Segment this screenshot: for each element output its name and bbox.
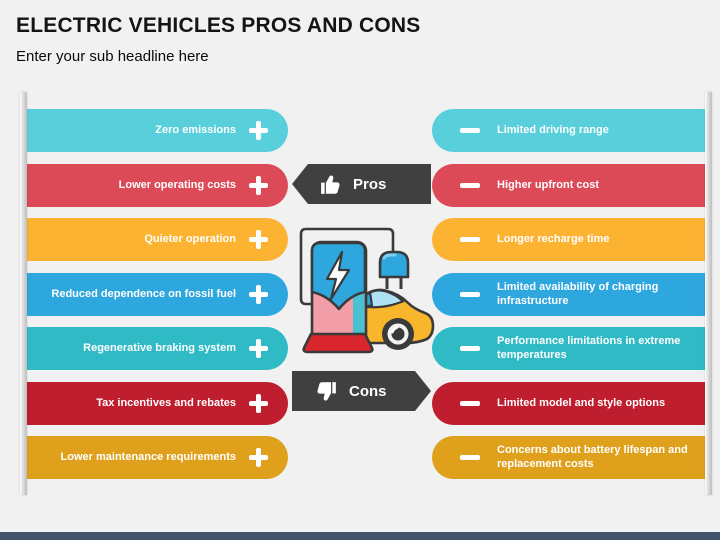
cons-item[interactable]: Limited availability of charging infrast… [432, 273, 709, 316]
plus-icon [249, 339, 268, 358]
pros-banner: Pros [292, 164, 431, 204]
cons-item-label: Limited model and style options [497, 396, 666, 409]
cons-banner-label: Cons [349, 382, 387, 400]
bottom-accent-bar [0, 532, 720, 540]
sub-headline: Enter your sub headline here [16, 48, 209, 65]
pros-item-label: Quieter operation [144, 232, 236, 245]
pros-item[interactable]: Lower maintenance requirements [23, 436, 288, 479]
cons-item-label: Concerns about battery lifespan and repl… [497, 443, 688, 470]
plus-icon [249, 176, 268, 195]
pros-item[interactable]: Tax incentives and rebates [23, 382, 288, 425]
cons-item[interactable]: Higher upfront cost [432, 164, 709, 207]
pros-item-label: Lower maintenance requirements [60, 450, 236, 463]
minus-icon [460, 455, 480, 460]
pros-item-label: Reduced dependence on fossil fuel [51, 287, 236, 300]
pros-item-label: Tax incentives and rebates [96, 396, 236, 409]
cons-item[interactable]: Performance limitations in extreme tempe… [432, 327, 709, 370]
pros-item-label: Zero emissions [155, 123, 236, 136]
pros-item[interactable]: Regenerative braking system [23, 327, 288, 370]
pros-item[interactable]: Zero emissions [23, 109, 288, 152]
cons-item-label: Limited driving range [497, 123, 609, 136]
plus-icon [249, 121, 268, 140]
pros-item-label: Regenerative braking system [83, 341, 236, 354]
cons-item[interactable]: Longer recharge time [432, 218, 709, 261]
cons-banner: Cons [292, 371, 431, 411]
thumbs-down-icon [314, 379, 339, 404]
pros-item[interactable]: Lower operating costs [23, 164, 288, 207]
pros-item[interactable]: Reduced dependence on fossil fuel [23, 273, 288, 316]
cons-item-label: Performance limitations in extreme tempe… [497, 334, 681, 361]
minus-icon [460, 183, 480, 188]
cons-item[interactable]: Limited model and style options [432, 382, 709, 425]
cons-item-label: Higher upfront cost [497, 178, 600, 191]
plus-icon [249, 285, 268, 304]
plus-icon [249, 230, 268, 249]
pros-item[interactable]: Quieter operation [23, 218, 288, 261]
thumbs-up-icon [318, 172, 343, 197]
pros-item-label: Lower operating costs [118, 178, 236, 191]
ev-charging-station-icon [296, 222, 436, 361]
cons-item[interactable]: Concerns about battery lifespan and repl… [432, 436, 709, 479]
minus-icon [460, 237, 480, 242]
plus-icon [249, 394, 268, 413]
pros-banner-label: Pros [353, 175, 387, 193]
minus-icon [460, 292, 480, 297]
left-pole-bar [20, 92, 27, 495]
cons-item-label: Longer recharge time [497, 232, 610, 245]
cons-item-label: Limited availability of charging infrast… [497, 280, 659, 307]
minus-icon [460, 346, 480, 351]
right-pole-bar [705, 92, 712, 495]
page-title: ELECTRIC VEHICLES PROS AND CONS [16, 14, 421, 37]
minus-icon [460, 401, 480, 406]
cons-item[interactable]: Limited driving range [432, 109, 709, 152]
minus-icon [460, 128, 480, 133]
plus-icon [249, 448, 268, 467]
